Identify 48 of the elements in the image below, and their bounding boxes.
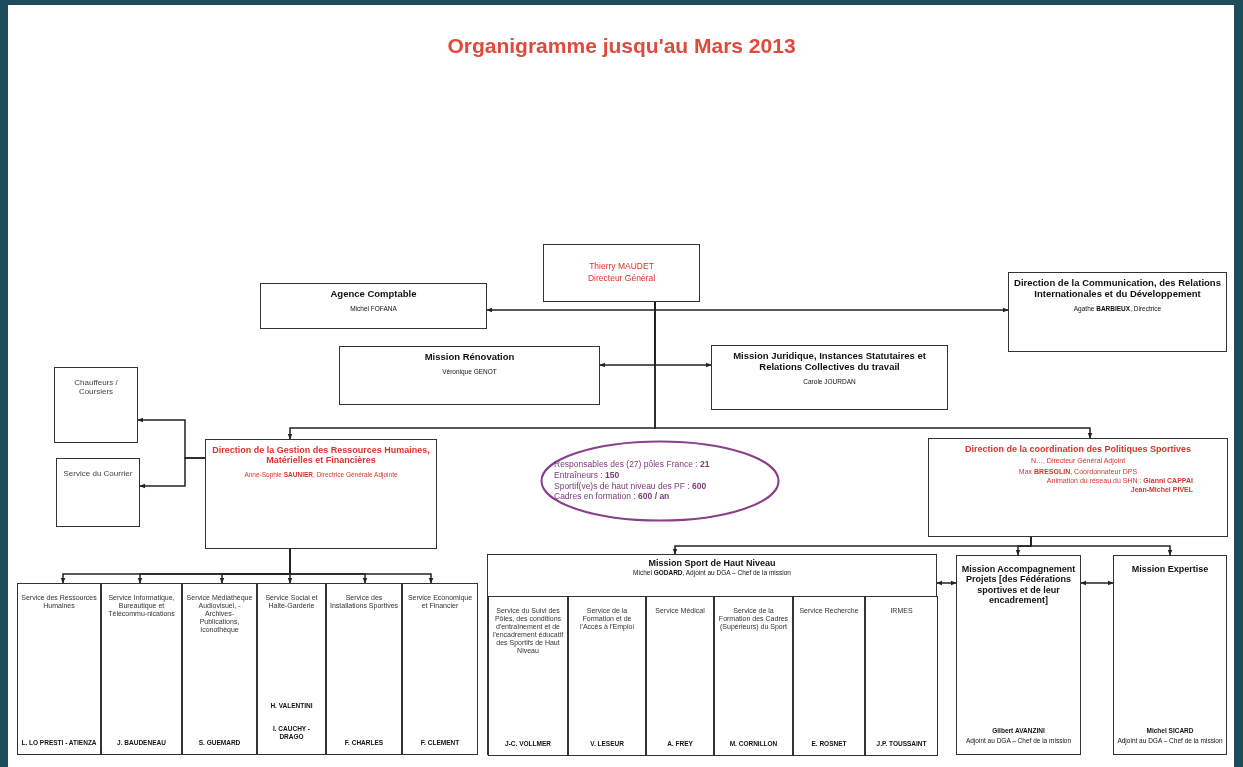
node-title: Direction de la coordination des Politiques Sportives xyxy=(964,444,1191,455)
org-box xyxy=(711,345,948,410)
node-title: Direction de la Gestion des Ressources Humaines, Matérielles et Financières xyxy=(211,445,431,466)
connector-arrow xyxy=(289,548,434,584)
service-column xyxy=(326,583,402,755)
node-text: Responsables des (27) pôles France : 21 xyxy=(554,459,710,470)
org-box xyxy=(339,346,600,405)
info-ellipse xyxy=(540,440,780,522)
node-title: Direction de la Communication, des Relations Internationales et du Développement xyxy=(1013,278,1222,300)
service-column xyxy=(714,596,793,756)
node-text: Entraîneurs : 150 xyxy=(554,470,620,481)
org-box xyxy=(543,244,700,302)
service-column xyxy=(568,596,646,756)
connector-arrow xyxy=(936,580,957,586)
node-title: Agence Comptable xyxy=(330,289,417,300)
connector-arrow xyxy=(139,457,206,489)
node-text: Thierry MAUDET xyxy=(589,262,654,272)
org-box xyxy=(56,458,140,527)
service-column xyxy=(793,596,865,756)
org-box xyxy=(928,438,1228,537)
service-column xyxy=(865,596,938,756)
service-column xyxy=(488,596,568,756)
node-title: Mission Accompagnement Projets [des Fédérations sportives et de leur encadrement] xyxy=(960,564,1077,606)
node-text: Sportif(ve)s de haut niveau des PF : 600 xyxy=(554,481,707,492)
org-box xyxy=(260,283,487,329)
service-column xyxy=(101,583,182,755)
org-box xyxy=(54,367,138,443)
mission-panel xyxy=(487,554,937,755)
node-text: Cadres en formation : 600 / an xyxy=(554,492,670,503)
diagram-title: Organigramme jusqu'au Mars 2013 xyxy=(446,34,797,58)
node-title: Mission Sport de Haut Niveau xyxy=(648,558,776,569)
service-column xyxy=(257,583,326,755)
node-title: Service du Courrier xyxy=(63,469,133,479)
service-column xyxy=(182,583,257,755)
org-box xyxy=(205,439,437,549)
connector-arrow xyxy=(1030,536,1173,556)
node-title: Mission Juridique, Instances Statutaires et Relations Collectives du travail xyxy=(732,351,927,373)
org-box xyxy=(1008,272,1227,352)
service-column xyxy=(17,583,101,755)
node-text: Directeur Général xyxy=(587,274,656,284)
node-title: Mission Rénovation xyxy=(424,352,515,363)
org-box xyxy=(1113,555,1227,755)
service-column xyxy=(402,583,478,755)
org-box xyxy=(956,555,1081,755)
node-title: Chauffeurs / Coursiers xyxy=(73,378,119,397)
service-column xyxy=(646,596,714,756)
node-title: Mission Expertise xyxy=(1131,564,1209,575)
connector-arrow xyxy=(1080,580,1114,586)
